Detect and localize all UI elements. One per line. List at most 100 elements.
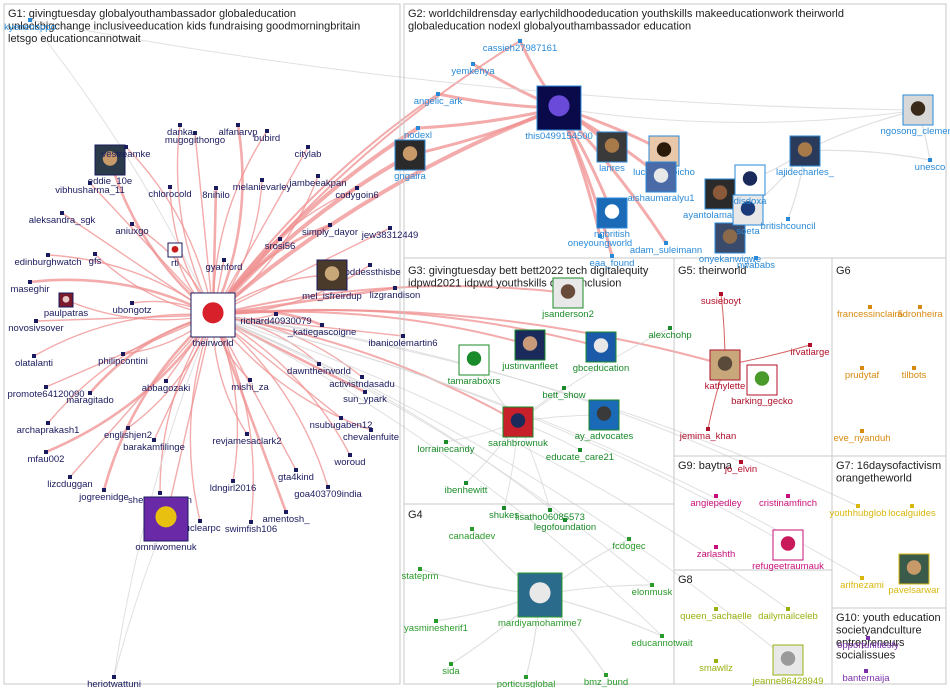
node-irvatlarge[interactable]: irvatlarge [790,343,830,358]
node-codygoin6[interactable]: codygoin6 [335,186,379,201]
node-smawllz[interactable]: smawllz [699,659,733,674]
node-elonmusk[interactable]: elonmusk [632,583,673,598]
node-kyenenoppo[interactable]: kyenenoppo [4,18,56,33]
node-educate-care21[interactable]: educate_care21 [546,448,614,463]
node-bubird[interactable]: bubird [254,129,280,144]
node-8nihilo[interactable]: 8nihilo [202,186,230,201]
node-philipcontini[interactable]: philipcontini [98,352,148,367]
node-srosi56[interactable]: srosi56 [265,237,296,252]
node-nwababs[interactable]: nwababs [737,256,775,271]
node-unesco[interactable]: unesco [915,158,946,173]
node-gbceducation[interactable]: gbceducation [573,331,630,374]
node-nodexl[interactable]: nodexl [404,126,432,141]
node-archaprakash1[interactable]: archaprakash1 [17,421,80,436]
node-localguides[interactable]: localguides [888,504,936,519]
node-aleksandra-sgk[interactable]: aleksandra_sgk [29,211,96,226]
node-goddessthisbe[interactable]: goddessthisbe [339,263,401,278]
node-alexchohp[interactable]: alexchohp [648,326,692,341]
node-bmz-bund[interactable]: bmz_bund [584,673,628,688]
node-cristinamfinch[interactable]: cristinamfinch [759,494,817,509]
node-mel-isfreirdup[interactable]: mel_isfreirdup [302,259,362,302]
node-promote64120090[interactable]: promote64120090 [7,385,85,400]
node-francessinclair5[interactable]: francessinclair5 [837,305,903,320]
node-ay-advocates[interactable]: ay_advocates [575,399,634,442]
node-angelic-ark[interactable]: angelic_ark [414,92,463,107]
node-vestreamke[interactable]: vestreamke [101,145,151,160]
node-lanres[interactable]: lanres [596,131,628,174]
node-educannotwait[interactable]: educannotwait [631,634,693,649]
node-aniuxgo[interactable]: aniuxgo [115,222,149,237]
node-legofoundation[interactable]: legofoundation [534,518,596,533]
node-eve-nyanduh[interactable]: eve_nyanduh [833,429,891,444]
node-citylab[interactable]: citylab [295,145,322,160]
node-tilbots[interactable]: tilbots [902,366,927,381]
node-eddie-10e[interactable]: eddie_10e [88,144,132,187]
node-yasminesherif1[interactable]: yasminesherif1 [404,619,468,634]
node-revjamesaclark2[interactable]: revjamesaclark2 [212,432,282,447]
node-ibenhewitt[interactable]: ibenhewitt [445,481,488,496]
node-jogreenidge[interactable]: jogreenidge [78,488,129,503]
node-paulpatras[interactable]: paulpatras [44,292,89,319]
node-this0499154500[interactable]: this0499154500 [525,85,593,142]
node-stateprm[interactable]: stateprm [402,567,439,582]
node-maseghir[interactable]: maseghir [10,280,50,295]
node-adam-suleimann[interactable]: adam_suleimann [630,241,702,256]
node-britishcouncil[interactable]: britishcouncil [761,217,816,232]
node-alfanarvp[interactable]: alfanarvp [218,123,258,138]
node-danka[interactable]: danka [167,123,194,138]
node-onyekanwigwe[interactable]: onyekanwigwe [699,222,761,265]
node-olatalanti[interactable]: olatalanti [15,354,53,369]
node-justinvanfleet[interactable]: justinvanfleet [501,329,558,372]
node-adronheira[interactable]: adronheira [897,305,943,320]
node-goa403709india[interactable]: goa403709india [294,485,363,500]
node-arifnezami[interactable]: arifnezami [840,576,884,591]
node-jo-elvin[interactable]: jo_elvin [724,460,757,475]
node-lizcduggan[interactable]: lizcduggan [47,475,93,490]
node-jew38312449[interactable]: jew38312449 [361,226,419,241]
node-mishi-za[interactable]: mishi_za [231,378,269,393]
node-nuclearpc[interactable]: nuclearpc [179,519,221,534]
node-sida[interactable]: sida [442,662,460,677]
node-gngaira[interactable]: gngaira [394,139,427,182]
node-amentosh-[interactable]: amentosh_ [262,510,310,525]
node-opportunitiesfy[interactable]: opportunitiesfy [837,636,899,651]
node-oneyoungworld[interactable]: oneyoungworld [568,234,632,249]
node-gfs[interactable]: gfs [89,252,102,267]
node-lajidecharles-[interactable]: lajidecharles_ [776,135,835,178]
node-iambeeakpan[interactable]: iambeeakpan [289,174,347,189]
node-maragitado[interactable]: maragitado [66,391,114,406]
node-ngosong-clement[interactable]: ngosong_clement [881,94,950,137]
node-barakamfilinge[interactable]: barakamfilinge [123,438,185,453]
node-chlorocold[interactable]: chlorocold [148,185,192,200]
node-eaa-found[interactable]: eaa_found [590,254,635,269]
node-mugogithongo[interactable]: mugogithongo [165,131,225,146]
node-barking-gecko[interactable]: barking_gecko [731,364,793,407]
node-yemkenya[interactable]: yemkenya [451,62,495,77]
node-englishjen2[interactable]: englishjen2 [104,426,152,441]
node-rti[interactable]: rti [167,242,183,269]
node-edinburghwatch[interactable]: edinburghwatch [14,253,82,268]
node-aishaumaralyu1[interactable]: aishaumaralyu1 [627,161,695,204]
node-ibanicolemartin6[interactable]: ibanicolemartin6 [368,334,438,349]
node-lorrainecandy[interactable]: lorrainecandy [417,440,475,455]
node-ngbritish[interactable]: ngbritish [594,197,630,240]
node-ubongotz[interactable]: ubongotz [112,301,152,316]
node-richard40930079[interactable]: richard40930079 [240,312,312,327]
node-jeanne86428949[interactable]: jeanne86428949 [752,644,824,687]
node-bett-show[interactable]: bett_show [542,386,586,401]
node-kathylette[interactable]: kathylette [705,349,746,392]
node-disdoxa[interactable]: disdoxa [734,164,767,207]
node-melanievarley[interactable]: melanievarley [233,178,292,193]
node-porticusglobal[interactable]: porticusglobal [497,675,556,688]
node-nsubugaben12[interactable]: nsubugaben12 [310,416,373,431]
node-fcdogec[interactable]: fcdogec [612,537,646,552]
node-zarlashth[interactable]: zarlashth [697,545,736,560]
node-prudytaf[interactable]: prudytaf [845,366,880,381]
node-banternaija[interactable]: banternaija [842,669,890,684]
node-vibhusharma-11[interactable]: vibhusharma_11 [55,181,125,196]
node-tamaraboxrs[interactable]: tamaraboxrs [448,344,501,387]
node-gta4kind[interactable]: gta4kind [278,468,314,483]
node-lisatho06085573[interactable]: lisatho06085573 [515,508,585,523]
node-sarahbrownuk[interactable]: sarahbrownuk [488,406,548,449]
node-refugeetraumauk[interactable]: refugeetraumauk [752,529,824,572]
